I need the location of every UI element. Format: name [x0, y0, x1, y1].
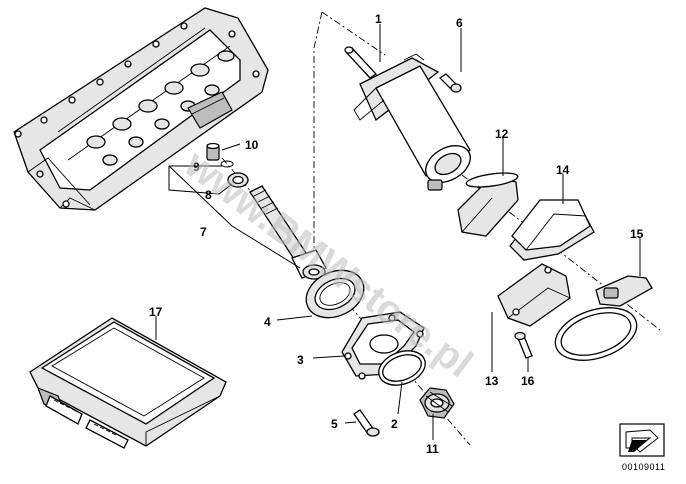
callout-3: 3 [297, 353, 304, 367]
cover-bolts [14, 22, 260, 208]
callout-9: 9 [193, 160, 200, 174]
part-13-holder [497, 263, 571, 327]
part-5-bolt [353, 409, 380, 437]
leader-lines [155, 24, 641, 440]
diagram-code: 00109011 [622, 462, 665, 472]
part-11-nut [419, 387, 455, 419]
callout-7: 7 [200, 225, 207, 239]
callout-15: 15 [630, 227, 644, 241]
part-7-shaft [249, 185, 327, 280]
callout-8: 8 [205, 188, 212, 202]
part-17-control-unit [29, 317, 227, 449]
callout-2: 2 [391, 417, 398, 431]
boundary-line [313, 11, 323, 290]
callout-5: 5 [331, 417, 338, 431]
part-8-bearing [227, 172, 249, 188]
callout-labels: 1 2 3 4 5 6 7 8 9 10 11 12 13 14 15 16 1… [149, 12, 644, 456]
part-6-screw [438, 73, 462, 93]
part-9-snap-ring [220, 160, 234, 168]
boundary-line [321, 11, 386, 56]
part-14-bracket [509, 199, 595, 261]
part-2-o-ring [378, 350, 426, 386]
part-10-sleeve [206, 142, 220, 161]
part-4-seal-ring [305, 269, 365, 319]
part-1-motor [344, 46, 471, 191]
part-15-clamp [554, 275, 653, 361]
callout-13: 13 [485, 374, 499, 388]
part-3-housing [341, 311, 425, 380]
part-12-ring [457, 172, 519, 237]
callout-17: 17 [149, 305, 163, 319]
callout-10: 10 [245, 138, 259, 152]
page-arrow-icon [619, 423, 665, 457]
valve-cover-illustration [13, 7, 269, 211]
callout-14: 14 [556, 163, 570, 177]
callout-4: 4 [264, 315, 271, 329]
callout-16: 16 [521, 374, 535, 388]
callout-1: 1 [375, 12, 382, 26]
callout-11: 11 [426, 442, 439, 456]
callout-12: 12 [495, 127, 509, 141]
callout-6: 6 [456, 16, 463, 30]
part-16-screw [514, 331, 533, 359]
